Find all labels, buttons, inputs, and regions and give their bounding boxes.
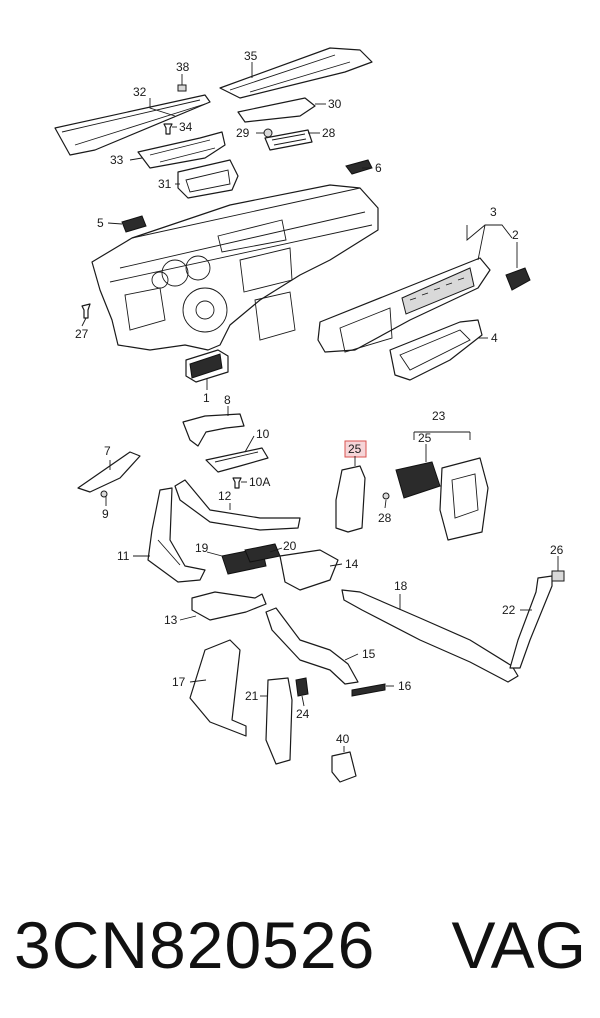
callout-4: 4 <box>491 331 498 345</box>
callout-11: 11 <box>117 549 130 563</box>
callout-8: 8 <box>224 393 231 407</box>
callout-10: 10 <box>256 427 270 441</box>
part-6-speaker-grille <box>345 159 373 175</box>
callout-1: 1 <box>203 391 210 405</box>
part-25-duct-highlight <box>335 465 366 533</box>
callout-22: 22 <box>502 603 516 617</box>
part-27-module <box>395 461 441 499</box>
callout-37: 35 <box>244 49 258 63</box>
callout-35: 34 <box>179 120 193 134</box>
part-31-clip <box>263 128 273 138</box>
callout-labels: 32 38 35 30 34 29 28 33 31 6 5 3 2 4 27 … <box>75 49 564 746</box>
part-37-cowl-panel <box>219 47 373 99</box>
callout-38: 38 <box>176 60 190 74</box>
callout-3: 3 <box>490 205 497 219</box>
callout-33: 31 <box>158 177 172 191</box>
callout-24: 26 <box>550 543 564 557</box>
part-29-screw <box>81 303 91 319</box>
part-2-vent <box>505 267 531 291</box>
part-20-switch <box>244 543 281 563</box>
callout-10A: 10A <box>249 475 270 489</box>
callout-21: 21 <box>245 689 259 703</box>
part-21-duct <box>265 677 293 765</box>
part-38-clip <box>177 84 187 92</box>
callout-16: 16 <box>398 679 412 693</box>
callout-40: 40 <box>336 732 350 746</box>
part-15-duct <box>265 607 359 685</box>
part-26-trim-panel <box>439 457 489 541</box>
part-dash-display <box>217 219 287 253</box>
callout-31: 29 <box>236 126 250 140</box>
callout-9: 9 <box>102 507 109 521</box>
part-5-side-vent <box>121 215 147 233</box>
part-33-storage-tray <box>177 159 239 199</box>
callout-2: 2 <box>512 228 519 242</box>
part-35-screw <box>163 123 173 135</box>
part-11-duct <box>147 487 206 583</box>
callout-34: 33 <box>110 153 124 167</box>
callout-23: 24 <box>296 707 310 721</box>
part-40-clip <box>331 751 357 783</box>
part-22-duct <box>509 575 553 669</box>
callout-6: 6 <box>375 161 382 175</box>
part-32-trim <box>237 97 316 123</box>
part-16-strip <box>351 683 386 697</box>
callout-36: 32 <box>133 85 147 99</box>
callout-29: 27 <box>75 327 89 341</box>
part-12-duct <box>174 479 301 531</box>
callout-12: 12 <box>218 489 232 503</box>
leader-lines <box>81 62 559 752</box>
parts-diagram: 32 38 35 30 34 29 28 33 31 6 5 3 2 4 27 … <box>54 47 565 783</box>
callout-15: 15 <box>362 647 376 661</box>
part-10-trim <box>205 447 269 473</box>
callout-30: 28 <box>322 126 336 140</box>
callout-18: 18 <box>394 579 408 593</box>
callout-14: 14 <box>345 557 359 571</box>
part-28-screw <box>382 492 390 500</box>
part-9-screw <box>100 490 108 498</box>
callout-27: 25 <box>418 431 432 445</box>
part-17-duct <box>189 639 247 737</box>
callout-20: 20 <box>283 539 297 553</box>
part-8-duct <box>182 413 245 447</box>
part-steering-wheel <box>182 287 228 333</box>
footer: 3CN820526 VAG <box>0 890 600 1000</box>
brand-name: VAG <box>451 908 586 982</box>
part-23-clip <box>295 677 309 697</box>
callout-25: 25 <box>348 442 362 456</box>
callout-7: 7 <box>104 444 111 458</box>
part-7-bracket <box>77 451 141 493</box>
callout-5: 5 <box>97 216 104 230</box>
callout-17: 17 <box>172 675 186 689</box>
callout-25-box <box>344 440 367 458</box>
part-34-vent-duct <box>137 131 226 169</box>
part-4-trim-panel <box>389 319 483 381</box>
callout-26: 23 <box>432 409 446 423</box>
callout-28: 28 <box>378 511 392 525</box>
part-14-duct <box>279 549 339 591</box>
callout-19: 19 <box>195 541 209 555</box>
part-24-clip <box>551 570 565 582</box>
part-number: 3CN820526 <box>14 908 376 982</box>
part-36-trim-strip <box>54 94 211 156</box>
callout-32: 30 <box>328 97 342 111</box>
part-13-duct <box>191 591 267 621</box>
part-10A-screw <box>232 477 242 489</box>
callout-13: 13 <box>164 613 178 627</box>
part-18-duct <box>341 589 519 683</box>
